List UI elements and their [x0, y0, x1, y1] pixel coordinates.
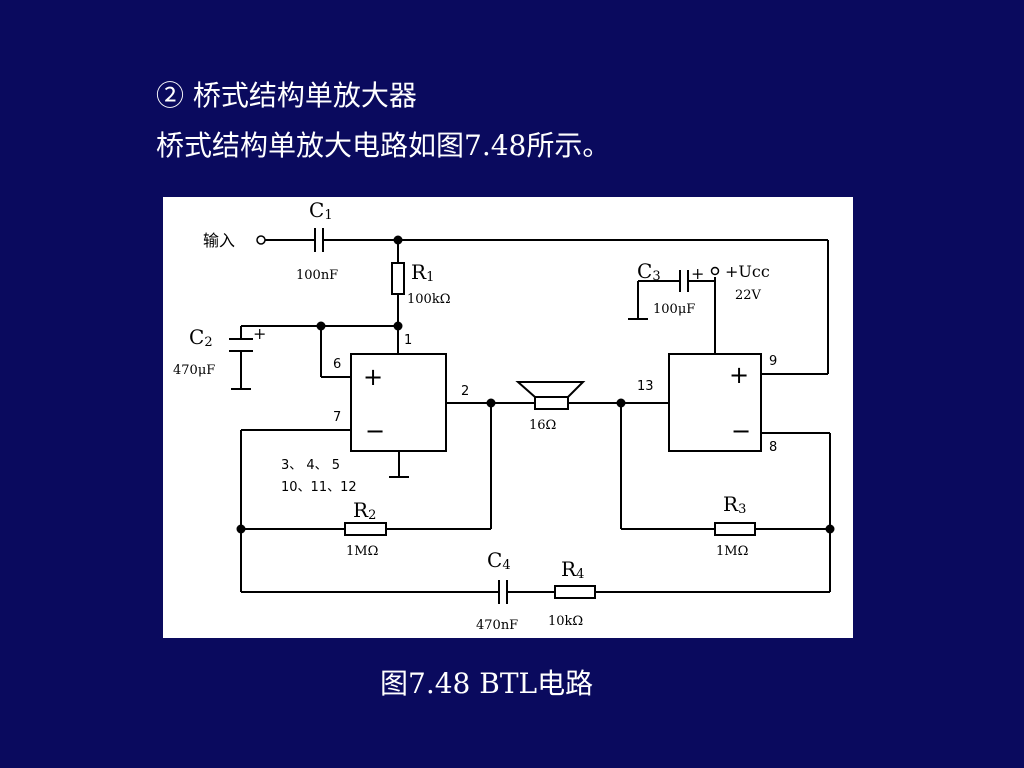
amp2-plus-sign: +: [729, 361, 749, 389]
r3-value: 1MΩ: [716, 544, 748, 559]
r4-value: 10kΩ: [548, 614, 583, 629]
wires: [231, 239, 831, 593]
resistor-r4: [554, 585, 596, 599]
resistor-r2: [344, 522, 387, 536]
r2-value: 1MΩ: [346, 544, 378, 559]
input-terminal: [256, 235, 266, 245]
r4-label: R4: [561, 557, 584, 582]
c3-polarity: +: [691, 264, 704, 283]
c3-value: 100μF: [653, 302, 695, 317]
resistor-r1: [391, 262, 405, 295]
amp1-pin-7: 7: [333, 410, 341, 425]
resistor-r3: [714, 522, 756, 536]
speaker-icon: [515, 381, 586, 410]
amp2-pin-8: 8: [769, 440, 777, 455]
c3-label: C3: [637, 259, 661, 284]
junction-dots: [236, 235, 835, 534]
amp2-pin-9: 9: [769, 354, 777, 369]
c1-value: 100nF: [296, 268, 338, 283]
c2-label: C2: [189, 325, 213, 350]
r1-label: R1: [411, 260, 434, 285]
capacitor-c1: [314, 228, 324, 252]
slide-heading: ② 桥式结构单放大器: [156, 79, 417, 112]
supply-terminal: [710, 266, 720, 276]
amp1-pin-6: 6: [333, 357, 341, 372]
amp1-pin-1: 1: [404, 333, 412, 348]
speaker-value: 16Ω: [529, 418, 556, 433]
c2-value: 470μF: [173, 363, 215, 378]
c4-value: 470nF: [476, 618, 518, 633]
c4-label: C4: [487, 548, 511, 573]
capacitor-c3: [679, 270, 689, 292]
r2-label: R2: [353, 498, 376, 523]
amplifier-1: [350, 353, 447, 452]
slide-subtitle: 桥式结构单放大电路如图7.48所示。: [156, 129, 611, 162]
amp1-gnd-pins-1: 3、 4、 5: [281, 458, 340, 473]
supply-value: 22V: [735, 288, 762, 303]
amp2-minus-sign: −: [731, 417, 751, 445]
amp1-pin-2: 2: [461, 384, 469, 399]
amp1-plus-sign: +: [363, 363, 383, 391]
capacitor-c2: [229, 338, 253, 359]
c1-label: C1: [309, 198, 333, 223]
amp2-pin-13: 13: [637, 379, 654, 394]
supply-label: +Ucc: [725, 262, 770, 281]
r1-value: 100kΩ: [407, 292, 450, 307]
figure-caption: 图7.48 BTL电路: [380, 667, 594, 700]
c2-polarity: +: [253, 324, 266, 343]
circuit-diagram: 输入 C1 100nF R1 100kΩ + C2 470μF + − 1 2 …: [163, 197, 853, 638]
amp1-gnd-pins-2: 10、11、12: [281, 480, 357, 495]
r3-label: R3: [723, 492, 746, 517]
amp1-minus-sign: −: [365, 417, 385, 445]
capacitor-c4: [498, 580, 508, 604]
input-label: 输入: [203, 231, 235, 250]
amplifier-2: [668, 353, 762, 452]
